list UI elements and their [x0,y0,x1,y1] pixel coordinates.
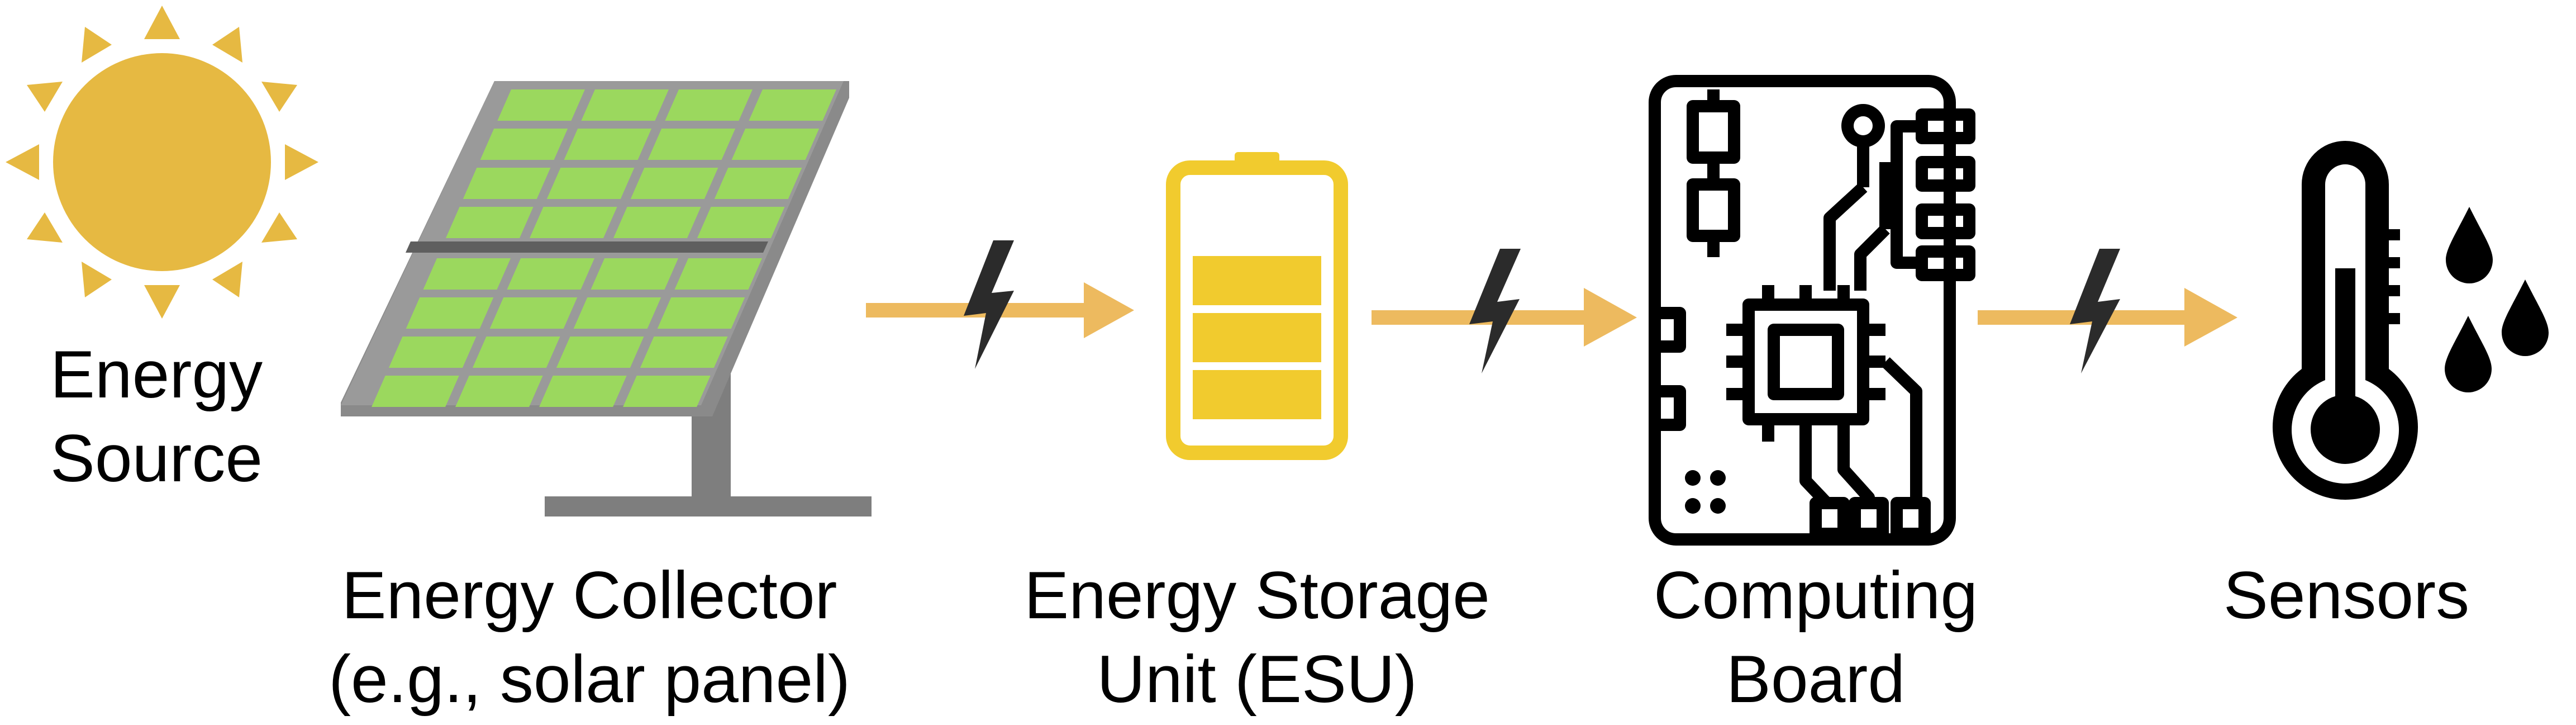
energy-collector-label-line-2: (e.g., solar panel) [328,642,850,717]
battery-cell-bottom [1193,370,1321,419]
solar-cell [630,168,718,199]
solar-cell [647,129,736,160]
solar-cell [714,168,802,199]
solar-cell [497,89,585,121]
energy-source-label-line-1: Energy [50,337,263,412]
lightning-bolt-icon [964,240,1014,369]
solar-cell [697,207,785,238]
solar-cell [489,297,578,329]
solar-cell [406,297,494,329]
sensors-label-line-1: Sensors [2223,558,2470,633]
energy-storage-label-line-1: Energy Storage [1024,558,1490,633]
battery-icon [1166,152,1348,460]
board-dots [1685,470,1726,514]
solar-cell [539,376,627,407]
lightning-bolt-icon [1469,249,1521,373]
solar-cell [530,207,617,238]
battery-cell-top [1193,256,1321,305]
solar-cell [657,297,745,329]
circuit-board-icon [1649,75,1975,546]
energy-source-label: Energy Source [11,333,302,500]
solar-cell [423,258,511,290]
sensors-label: Sensors [2168,553,2525,637]
energy-collector-label: Energy Collector (e.g., solar panel) [296,553,883,721]
solar-panel-icon [341,81,872,516]
solar-cell [749,89,836,121]
solar-cell [446,207,534,238]
thermometer-icon [2273,141,2418,500]
solar-cell [556,337,644,368]
connector-arrow-1 [866,240,1134,369]
solar-cell [372,376,459,407]
solar-cell [463,168,551,199]
solar-cell [665,89,753,121]
solar-cell [472,337,560,368]
connector-arrow-3 [1978,249,2237,373]
solar-cell [731,129,820,160]
battery-cell-middle [1193,313,1321,362]
solar-cell [564,129,652,160]
computing-board-label-line-1: Computing [1653,558,1978,633]
energy-source-label-line-2: Source [50,421,263,496]
solar-cell [546,168,635,199]
solar-cell [455,376,543,407]
connector-arrow-2 [1372,249,1637,373]
energy-collector-label-line-1: Energy Collector [341,558,837,633]
solar-cell [507,258,595,290]
solar-cell [581,89,669,121]
sun-icon [6,6,318,319]
solar-cell [480,129,568,160]
panel-cells-upper [446,89,836,238]
solar-cell [388,337,477,368]
computing-board-label: Computing Board [1587,553,2045,721]
solar-cell [613,207,701,238]
solar-cell [674,258,763,290]
solar-cell [623,376,711,407]
solar-cell [591,258,679,290]
water-drops-icon [2445,207,2549,392]
panel-cells-lower [372,258,763,407]
solar-cell [573,297,661,329]
panel-base [545,496,872,516]
computing-board-label-line-2: Board [1726,642,1906,717]
lightning-bolt-icon [2070,249,2120,373]
energy-storage-label: Energy Storage Unit (ESU) [983,553,1531,721]
solar-cell [640,337,728,368]
energy-storage-label-line-2: Unit (ESU) [1097,642,1417,717]
